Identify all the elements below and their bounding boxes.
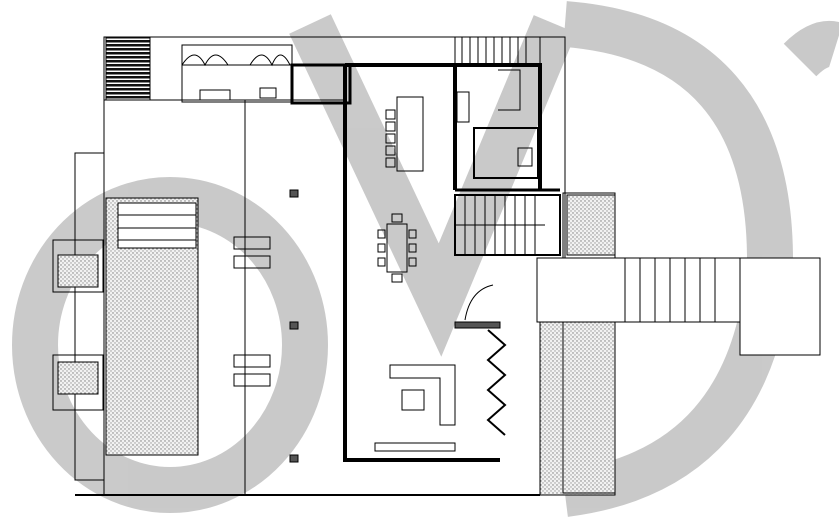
- coffee-table: [401, 389, 425, 411]
- sun-loungers: [233, 236, 271, 387]
- stair-middle: [454, 194, 561, 256]
- door-swing: [464, 284, 494, 321]
- partition: [454, 321, 501, 329]
- stair-top-left: [105, 36, 151, 101]
- kitchen-island: [396, 96, 424, 172]
- watermark-letter-fragment: [783, 21, 839, 77]
- columns: [289, 189, 299, 463]
- planter-box: [52, 354, 104, 411]
- dining-chairs: [377, 213, 417, 283]
- doors: [181, 54, 291, 67]
- planter-box: [52, 239, 104, 293]
- folding-doors: [486, 329, 507, 436]
- planter-right: [566, 194, 616, 256]
- sofa: [389, 364, 456, 426]
- side-porch: [74, 152, 105, 481]
- bar-stools: [385, 109, 396, 168]
- right-wing: [562, 192, 616, 494]
- pool-steps: [117, 202, 197, 249]
- tv-console: [374, 442, 456, 452]
- counter: [199, 89, 231, 101]
- watermark-letter-v: [289, 14, 577, 357]
- external-stair: [536, 257, 821, 356]
- stair-top: [454, 36, 541, 66]
- bathroom: [456, 69, 539, 179]
- planter-lower-right: [539, 319, 616, 496]
- wc: [290, 63, 352, 105]
- dining-table: [386, 223, 408, 273]
